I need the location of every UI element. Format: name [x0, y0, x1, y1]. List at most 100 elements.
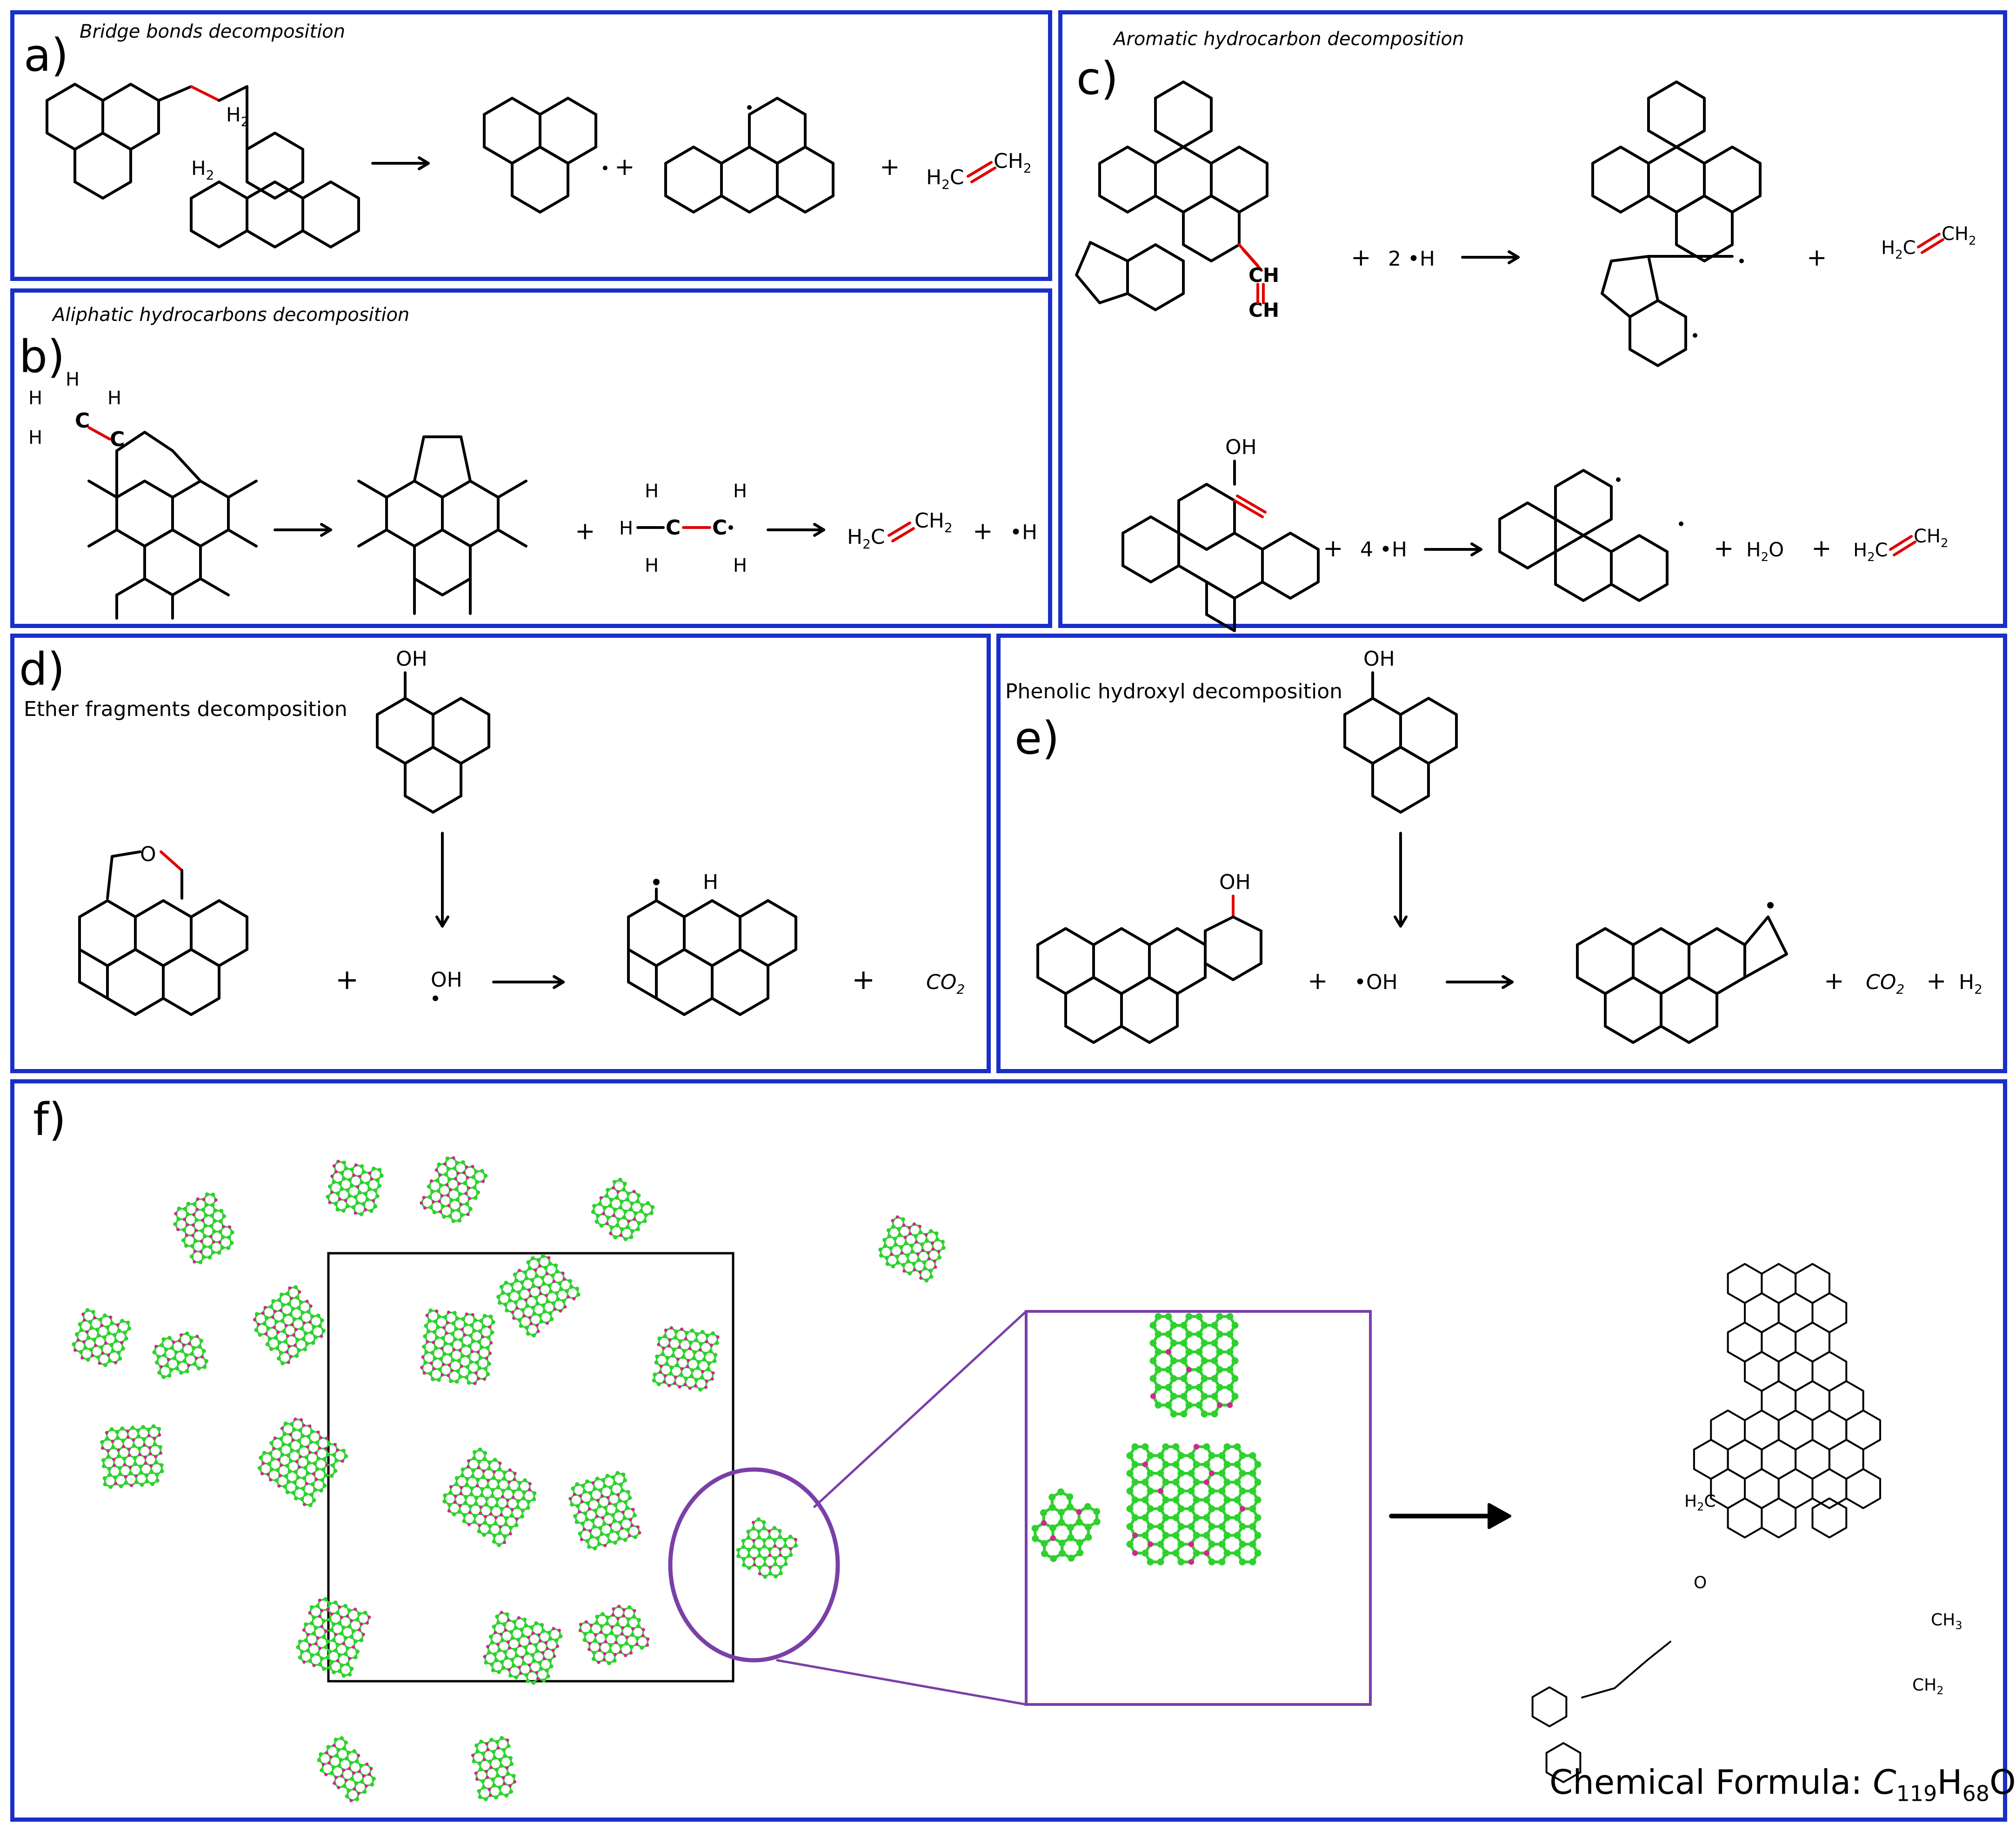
product-aromatic-radical — [664, 97, 834, 214]
h-atom: H — [107, 388, 121, 409]
panel-f: f) H2C CH3 CH2 O Chemical Formula: C119 H… — [10, 1079, 2016, 1822]
plus-sign: + — [1323, 535, 1343, 562]
formula-o: O — [1989, 1763, 2016, 1802]
panel-d-reaction-scheme: OH OH O + — [78, 647, 965, 1016]
panel-a: a) Bridge bonds decomposition H2 H2 + — [10, 10, 1052, 281]
svg-text:C: C — [712, 516, 727, 540]
panel-d: d) Ether fragments decomposition OH OH O… — [10, 634, 991, 1073]
h2-label: H2 — [1959, 970, 1983, 997]
ethylene-ch2: CH2 — [1942, 223, 1976, 248]
plus-sign: + — [973, 517, 993, 545]
plus-sign: + — [1351, 244, 1371, 272]
panel-e-label: e) — [1015, 712, 1060, 764]
plus-sign: + — [1308, 967, 1328, 995]
formula-h-count: 68 — [1962, 1781, 1989, 1806]
arrowhead — [1488, 1503, 1511, 1529]
reactant-alkyl-aromatic — [87, 431, 258, 620]
oh-label: OH — [1225, 435, 1257, 459]
hydroxyl-radical: •OH — [1354, 970, 1398, 994]
ethylene-h2c: H2C — [1853, 540, 1888, 564]
h2c-label: H2C — [1684, 1492, 1716, 1513]
c-atom: C — [75, 409, 90, 433]
oh-label: OH — [396, 647, 427, 671]
svg-text:C: C — [666, 516, 681, 540]
panel-a-title: Bridge bonds decomposition — [80, 21, 346, 42]
panel-d-label: d) — [19, 643, 65, 695]
ethylene-ch2: CH2 — [1914, 526, 1949, 550]
arrowhead — [1470, 542, 1482, 556]
panel-e-title: Phenolic hydroxyl decomposition — [1005, 680, 1343, 703]
plus-sign-2: + — [880, 153, 900, 181]
panel-e: e) Phenolic hydroxyl decomposition OH OH… — [996, 634, 2007, 1073]
plus-sign: + — [614, 153, 635, 181]
co2-label: CO2 — [926, 970, 965, 997]
two-h-radicals: 2 •H — [1388, 247, 1435, 271]
phenalenol-fragment — [376, 671, 490, 814]
plus-sign: + — [1807, 244, 1827, 272]
formula-prefix: Chemical Formula: — [1549, 1763, 1873, 1802]
co2-label: CO2 — [1866, 970, 1904, 997]
pyrene-radical-product — [627, 879, 797, 1016]
plus-sign: + — [1714, 535, 1734, 562]
ch2-label: CH2 — [1912, 1676, 1944, 1697]
plus-sign: + — [852, 963, 875, 996]
arrowhead — [418, 156, 430, 170]
reactant-phenolic-aromatic — [1121, 460, 1320, 632]
product-biradical — [1498, 469, 1683, 602]
ethyl-radical: H H H C C H H — [619, 481, 747, 576]
arrowhead — [320, 523, 332, 537]
h-atom: H — [28, 388, 42, 409]
ethylene-ch2: CH2 — [994, 149, 1032, 176]
four-h-radicals: 4 •H — [1360, 538, 1407, 561]
oxygen-label: O — [1694, 1573, 1707, 1592]
ethylene-h2c: H2C — [926, 166, 964, 192]
panel-f-label: f) — [33, 1094, 67, 1146]
panel-b-label: b) — [19, 331, 65, 383]
plus-sign: + — [1926, 967, 1947, 995]
panel-c-title: Aromatic hydrocarbon decomposition — [1114, 28, 1464, 50]
reactant-polyaromatic — [1075, 80, 1268, 311]
hydroxyl-radical: OH — [431, 968, 462, 992]
cyclopenta-pyrene-radical — [1576, 902, 1788, 1044]
product-acenaphthene — [357, 435, 527, 615]
phenolic-aromatic-reactant — [1036, 895, 1262, 1044]
panel-f-molecular-model: H2C CH3 CH2 O — [72, 1156, 1963, 1803]
ether-aromatic-reactant — [78, 850, 248, 1016]
panel-b-reaction-scheme: H H H H C C + H — [28, 369, 1037, 620]
svg-text:H: H — [733, 555, 747, 576]
panel-c: c) Aromatic hydrocarbon decomposition CH… — [1058, 10, 2007, 632]
coal-molecule-cluster — [72, 1156, 946, 1803]
oh-label: OH — [1363, 647, 1395, 671]
ch-label: CH — [1248, 264, 1279, 287]
formula-c: C — [1873, 1763, 1896, 1802]
zoom-selection-ellipse — [668, 1467, 840, 1663]
reactant-bridged-molecule — [46, 83, 360, 248]
ethylene-h2c: H2C — [1881, 237, 1916, 262]
panel-d-title: Ether fragments decomposition — [24, 697, 347, 721]
panel-b-title: Aliphatic hydrocarbons decomposition — [53, 304, 410, 326]
panel-c-label: c) — [1076, 53, 1119, 105]
product-polyaromatic-radical — [1591, 80, 1762, 367]
svg-text:H: H — [619, 518, 633, 539]
ether-oxygen: O — [140, 842, 156, 866]
h-atom: H — [28, 427, 42, 448]
h-atom: H — [66, 369, 80, 390]
formula-c-count: 119 — [1896, 1781, 1937, 1806]
oh-label: OH — [1219, 870, 1251, 894]
plus-sign: + — [1811, 535, 1832, 562]
panel-e-reaction-scheme: OH OH + •OH — [1036, 647, 1983, 1044]
phenalenol-fragment — [1343, 671, 1458, 814]
bridge-h2-label: H2 — [226, 103, 249, 129]
panel-a-reaction-scheme: H2 H2 + + H2C CH2 — [46, 83, 1032, 248]
hydrogen-radical: •H — [1010, 521, 1037, 544]
water-label: H2O — [1746, 538, 1784, 564]
arrowhead — [435, 916, 449, 928]
panel-a-label: a) — [24, 29, 69, 81]
ethylene-ch2: CH2 — [915, 509, 953, 535]
plus-sign: + — [1824, 967, 1844, 995]
arrowhead — [1508, 250, 1520, 264]
plus-sign: + — [575, 517, 595, 545]
svg-text:H: H — [645, 481, 659, 502]
arrowhead — [553, 975, 565, 989]
